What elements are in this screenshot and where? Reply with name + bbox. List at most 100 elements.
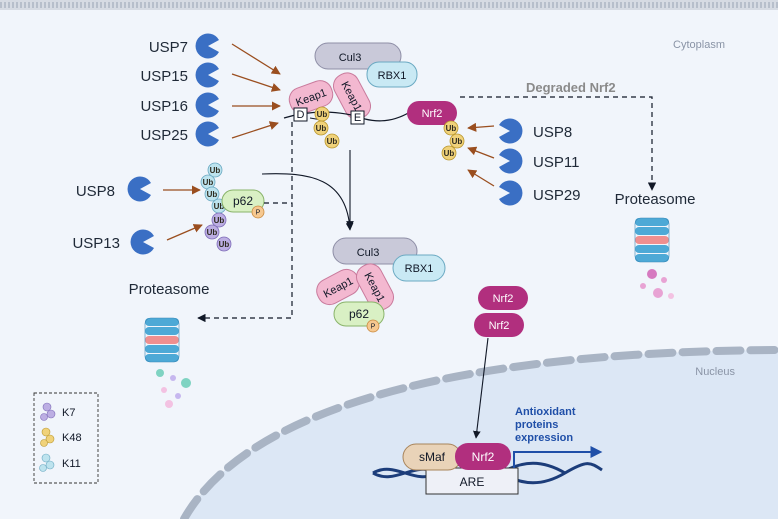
svg-text:sMaf: sMaf bbox=[419, 450, 446, 464]
usp7-label: USP7 bbox=[149, 39, 188, 56]
p62-ubiquitin-group: USP8 USP13 Ub Ub Ub Ub p62 P Ub Ub Ub bbox=[72, 162, 265, 255]
usp13-enzyme-icon bbox=[130, 229, 154, 255]
p62-degradation-arrow bbox=[197, 202, 293, 323]
keap1-left: Keap1 bbox=[288, 80, 334, 114]
cytoplasm-label: Cytoplasm bbox=[673, 39, 725, 51]
legend-box bbox=[33, 392, 99, 484]
proteasome-icon bbox=[144, 317, 180, 363]
svg-text:Ub: Ub bbox=[210, 166, 221, 175]
svg-text:Ub: Ub bbox=[452, 137, 463, 146]
ub-k48 bbox=[313, 120, 329, 136]
keap1-right: Keap1 bbox=[332, 72, 372, 120]
antioxidant-line-1: Antioxidant bbox=[515, 406, 576, 418]
cul3-protein-bottom bbox=[332, 237, 418, 265]
rbx1-protein-bottom bbox=[392, 254, 446, 282]
svg-text:Ub: Ub bbox=[207, 190, 218, 199]
usp25-label: USP25 bbox=[140, 127, 188, 144]
svg-text:E: E bbox=[354, 112, 361, 124]
ub-k7 bbox=[216, 236, 232, 252]
nucleus-label: Nucleus bbox=[695, 366, 735, 378]
ub-k48 bbox=[443, 120, 459, 136]
usp29-label: USP29 bbox=[533, 187, 581, 204]
ubiquitin-legend: K7 K48 K11 bbox=[33, 392, 99, 484]
svg-text:Ub: Ub bbox=[317, 110, 328, 119]
usp15-enzyme-icon bbox=[195, 62, 219, 88]
svg-text:p62: p62 bbox=[349, 307, 369, 321]
phospho-site bbox=[251, 205, 265, 219]
svg-text:Cul3: Cul3 bbox=[339, 52, 362, 64]
rbx1-protein bbox=[366, 61, 418, 88]
p62-sequestration-arrow bbox=[261, 173, 354, 231]
nrf2-free-2 bbox=[474, 313, 524, 337]
usp16-enzyme-icon bbox=[195, 92, 219, 118]
proteasome-right-label: Proteasome bbox=[615, 191, 696, 208]
transcription-arrow bbox=[513, 446, 603, 468]
svg-text:Cul3: Cul3 bbox=[357, 247, 380, 259]
usp11-enzyme-icon bbox=[499, 148, 523, 174]
svg-text:Ub: Ub bbox=[327, 137, 338, 146]
legend-k48: K48 bbox=[62, 432, 82, 444]
nrf2-degradation-group: Nrf2 Ub Ub Ub Degraded Nrf2 USP8 USP11 U… bbox=[407, 80, 657, 206]
keap1-left-bottom: Keap1 bbox=[316, 268, 360, 306]
nuclear-translocation-arrow bbox=[473, 337, 489, 439]
svg-text:RBX1: RBX1 bbox=[378, 70, 407, 82]
e-motif bbox=[350, 110, 365, 125]
svg-text:p62: p62 bbox=[233, 194, 253, 208]
ub-k7 bbox=[204, 224, 220, 240]
are-box bbox=[425, 467, 519, 495]
svg-text:Nrf2: Nrf2 bbox=[493, 293, 514, 305]
svg-text:Ub: Ub bbox=[446, 124, 457, 133]
nuclear-envelope bbox=[180, 346, 778, 519]
degradation-arrow bbox=[460, 96, 657, 191]
svg-text:Ub: Ub bbox=[207, 228, 218, 237]
ub-k11 bbox=[207, 162, 223, 178]
usp8-left-enzyme-icon bbox=[127, 176, 151, 202]
legend-k7: K7 bbox=[62, 407, 75, 419]
svg-text:Ub: Ub bbox=[203, 178, 214, 187]
keap1-cul3-complex-bottom: Cul3 RBX1 Keap1 Keap1 p62 P bbox=[316, 237, 446, 333]
usp8-label: USP8 bbox=[533, 124, 572, 141]
degraded-nrf2-label: Degraded Nrf2 bbox=[526, 80, 616, 95]
proteasome-left-label: Proteasome bbox=[129, 281, 210, 298]
ub-k48 bbox=[449, 133, 465, 149]
usp25-enzyme-icon bbox=[195, 121, 219, 147]
svg-text:Ub: Ub bbox=[316, 124, 327, 133]
usp8-enzyme-icon bbox=[499, 118, 523, 144]
ub-k7 bbox=[211, 212, 227, 228]
svg-text:D: D bbox=[297, 109, 305, 121]
p62-protein bbox=[221, 189, 265, 213]
free-nrf2: Nrf2 Nrf2 bbox=[473, 286, 528, 439]
proteasome-icon bbox=[634, 217, 670, 263]
nrf2-nuclear bbox=[455, 443, 511, 470]
svg-text:P: P bbox=[371, 324, 376, 331]
transcription-group: ARE sMaf Nrf2 Antioxidant proteins expre… bbox=[372, 406, 603, 495]
usp-left-group: USP7 USP15 USP16 USP25 bbox=[140, 33, 281, 147]
usp15-label: USP15 bbox=[140, 68, 188, 85]
usp13-label: USP13 bbox=[72, 235, 120, 252]
svg-text:Ub: Ub bbox=[444, 149, 455, 158]
antioxidant-line-2: proteins bbox=[515, 419, 558, 431]
proteasome-left: Proteasome bbox=[129, 281, 210, 408]
nucleus-body bbox=[184, 350, 778, 519]
usp8-left-label: USP8 bbox=[76, 183, 115, 200]
usp29-enzyme-icon bbox=[499, 180, 523, 206]
phospho-site-bottom bbox=[366, 319, 380, 333]
usp7-enzyme-icon bbox=[195, 33, 219, 59]
svg-text:Ub: Ub bbox=[219, 240, 230, 249]
svg-text:P: P bbox=[256, 210, 261, 217]
d-motif bbox=[293, 107, 308, 122]
svg-text:Nrf2: Nrf2 bbox=[422, 108, 443, 120]
usp16-label: USP16 bbox=[140, 98, 188, 115]
svg-text:ARE: ARE bbox=[460, 475, 485, 489]
svg-text:Nrf2: Nrf2 bbox=[472, 450, 495, 464]
usp11-label: USP11 bbox=[533, 154, 579, 171]
ub-k11 bbox=[204, 186, 220, 202]
svg-text:Ub: Ub bbox=[214, 216, 225, 225]
nrf2-protein bbox=[407, 101, 457, 125]
legend-k11: K11 bbox=[62, 458, 81, 470]
ub-k48 bbox=[441, 145, 457, 161]
svg-text:RBX1: RBX1 bbox=[405, 263, 434, 275]
antioxidant-line-3: expression bbox=[515, 432, 573, 444]
